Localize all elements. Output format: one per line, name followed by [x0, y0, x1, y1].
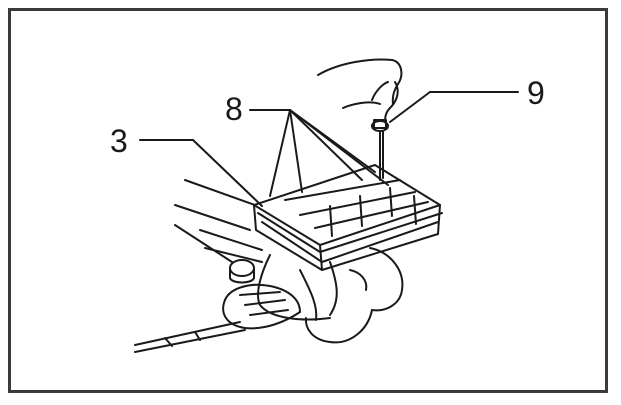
- callout-label-8: 8: [225, 91, 243, 127]
- panel-3: [253, 164, 443, 271]
- callout-label-9: 9: [527, 75, 545, 111]
- lower-housing: [222, 247, 404, 344]
- cable-rod: [134, 321, 246, 353]
- shading-strokes: [174, 179, 263, 263]
- leader-lines: [139, 91, 519, 207]
- hand-illustration: [317, 58, 403, 125]
- callout-label-3: 3: [110, 123, 128, 159]
